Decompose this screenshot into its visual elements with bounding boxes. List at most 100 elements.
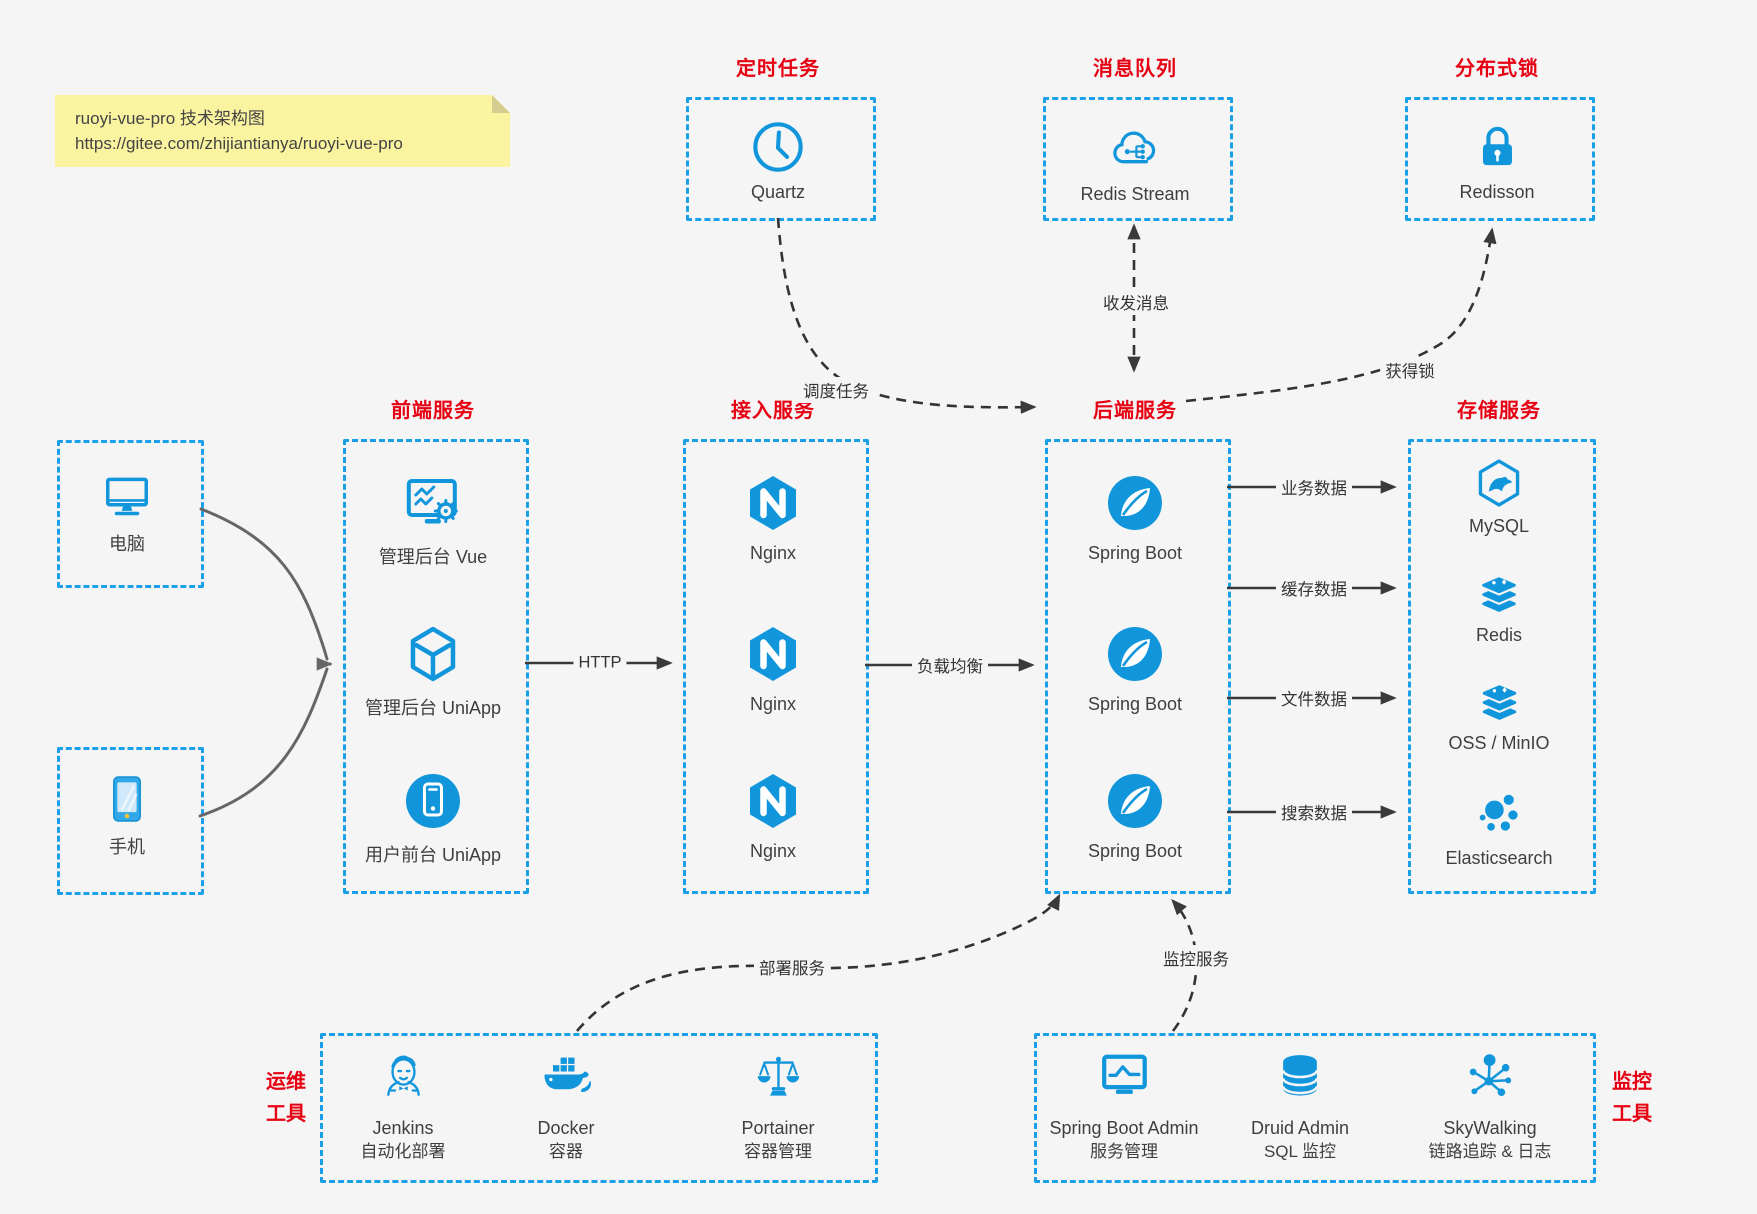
mysql-icon	[1478, 459, 1520, 507]
admin-vue-node: 管理后台 Vue	[379, 471, 487, 569]
spring-boot-admin-tool: Spring Boot Admin 服务管理	[1049, 1050, 1199, 1164]
client-phone-box	[57, 747, 204, 895]
elasticsearch-node: Elasticsearch	[1445, 788, 1553, 869]
cloud-stream-icon	[1112, 131, 1155, 164]
node-label: Nginx	[749, 543, 797, 563]
tool-desc: 自动化部署	[360, 1142, 446, 1161]
node-label: Quartz	[750, 182, 806, 202]
node-label: MySQL	[1468, 516, 1530, 536]
backend-box	[1045, 439, 1231, 894]
note-url: https://gitee.com/zhijiantianya/ruoyi-vu…	[75, 134, 403, 153]
note-title: ruoyi-vue-pro 技术架构图	[75, 109, 265, 128]
group-title-frontend: 前端服务	[391, 400, 475, 422]
quartz-node: Quartz	[749, 118, 807, 203]
desktop-icon	[106, 477, 148, 516]
docker-tool: Docker 容器	[537, 1050, 595, 1164]
smartphone-icon	[113, 776, 141, 822]
node-label: Spring Boot	[1087, 841, 1183, 861]
skywalking-tool: SkyWalking 链路追踪 & 日志	[1428, 1050, 1552, 1164]
acquire-lock-arrow	[1185, 227, 1497, 403]
tool-name: Jenkins	[372, 1118, 434, 1138]
tool-name: Docker	[537, 1118, 595, 1138]
node-label: 电脑	[109, 534, 145, 554]
spring-boot-icon	[1108, 627, 1162, 681]
jenkins-tool: Jenkins 自动化部署	[361, 1050, 446, 1164]
nginx-node: Nginx	[741, 622, 805, 715]
oss-minio-node: OSS / MinIO	[1448, 673, 1550, 754]
edge-label-send-receive-message: 收发消息	[1098, 289, 1174, 315]
ops-tools-box	[320, 1033, 878, 1183]
elasticsearch-icon	[1477, 793, 1519, 833]
user-uniapp-node: 用户前台 UniApp	[365, 769, 501, 867]
nginx-icon	[750, 476, 796, 530]
docker-icon	[544, 1057, 591, 1092]
tool-desc: 链路追踪 & 日志	[1428, 1142, 1552, 1161]
node-label: 管理后台 Vue	[378, 547, 488, 567]
client-to-frontend-lines	[198, 507, 333, 818]
edge-label-cache-data: 缓存数据	[1276, 575, 1352, 601]
node-label: Nginx	[749, 841, 797, 861]
tool-name: SkyWalking	[1443, 1118, 1537, 1138]
edge-label-acquire-lock: 获得锁	[1380, 357, 1440, 383]
druid-icon	[1281, 1055, 1319, 1096]
group-title-message-queue: 消息队列	[1093, 58, 1177, 80]
tool-desc: SQL 监控	[1263, 1142, 1337, 1161]
group-title-storage: 存储服务	[1457, 400, 1541, 422]
admin-uniapp-node: 管理后台 UniApp	[365, 622, 501, 720]
edge-label-monitor-service: 监控服务	[1158, 945, 1234, 971]
group-title-backend: 后端服务	[1093, 400, 1177, 422]
tool-desc: 容器管理	[743, 1142, 812, 1161]
node-label: 管理后台 UniApp	[364, 698, 502, 718]
tool-name: Druid Admin	[1250, 1118, 1350, 1138]
edge-label-http: HTTP	[573, 652, 627, 674]
cube-icon	[410, 626, 456, 682]
admin-dashboard-icon	[407, 479, 458, 524]
mysql-node: MySQL	[1469, 456, 1529, 537]
phone-client-node: 手机	[99, 771, 155, 859]
frontend-box	[343, 439, 529, 894]
tool-desc: 容器	[548, 1142, 583, 1161]
tool-name: Spring Boot Admin	[1049, 1118, 1199, 1138]
redisson-node: Redisson	[1459, 118, 1535, 203]
spring-boot-node: Spring Boot	[1088, 471, 1182, 564]
edge-label-load-balance: 负载均衡	[912, 652, 988, 678]
redis-stream-node: Redis Stream	[1080, 120, 1190, 205]
oss-icon	[1480, 682, 1518, 723]
nginx-icon	[750, 627, 796, 681]
group-title-distributed-lock: 分布式锁	[1455, 58, 1539, 80]
nginx-icon	[750, 774, 796, 828]
nginx-node: Nginx	[741, 471, 805, 564]
skywalking-icon	[1470, 1054, 1512, 1096]
mobile-app-icon	[405, 774, 460, 828]
node-label: 用户前台 UniApp	[364, 845, 502, 865]
sticky-note: ruoyi-vue-pro 技术架构图 https://gitee.com/zh…	[55, 95, 510, 167]
node-label: Spring Boot	[1087, 694, 1183, 714]
node-label: Redis Stream	[1080, 184, 1190, 204]
node-label: Spring Boot	[1087, 543, 1183, 563]
redis-icon	[1480, 574, 1518, 615]
storage-box	[1408, 439, 1596, 894]
edge-label-schedule-job: 调度任务	[798, 377, 874, 403]
portainer-tool: Portainer 容器管理	[741, 1050, 815, 1164]
tool-desc: 服务管理	[1090, 1142, 1158, 1161]
druid-admin-tool: Druid Admin SQL 监控	[1251, 1050, 1349, 1164]
node-label: OSS / MinIO	[1448, 733, 1550, 753]
node-label: Redis	[1475, 625, 1523, 645]
group-title-monitor-tools: 监控 工具	[1612, 1071, 1652, 1125]
spring-boot-icon	[1108, 476, 1162, 530]
spring-boot-node: Spring Boot	[1088, 769, 1182, 862]
gear-icon	[434, 499, 458, 523]
edge-label-deploy-service: 部署服务	[754, 954, 830, 980]
gateway-box	[683, 439, 869, 894]
redis-node: Redis	[1472, 565, 1526, 646]
portainer-icon	[757, 1056, 799, 1096]
edge-label-business-data: 业务数据	[1276, 474, 1352, 500]
lock-icon	[1482, 126, 1512, 166]
node-label: 手机	[109, 837, 145, 857]
node-label: Redisson	[1459, 182, 1535, 202]
spring-boot-admin-icon	[1101, 1054, 1147, 1094]
node-label: Elasticsearch	[1445, 848, 1553, 868]
spring-boot-node: Spring Boot	[1088, 622, 1182, 715]
edge-label-file-data: 文件数据	[1276, 685, 1352, 711]
